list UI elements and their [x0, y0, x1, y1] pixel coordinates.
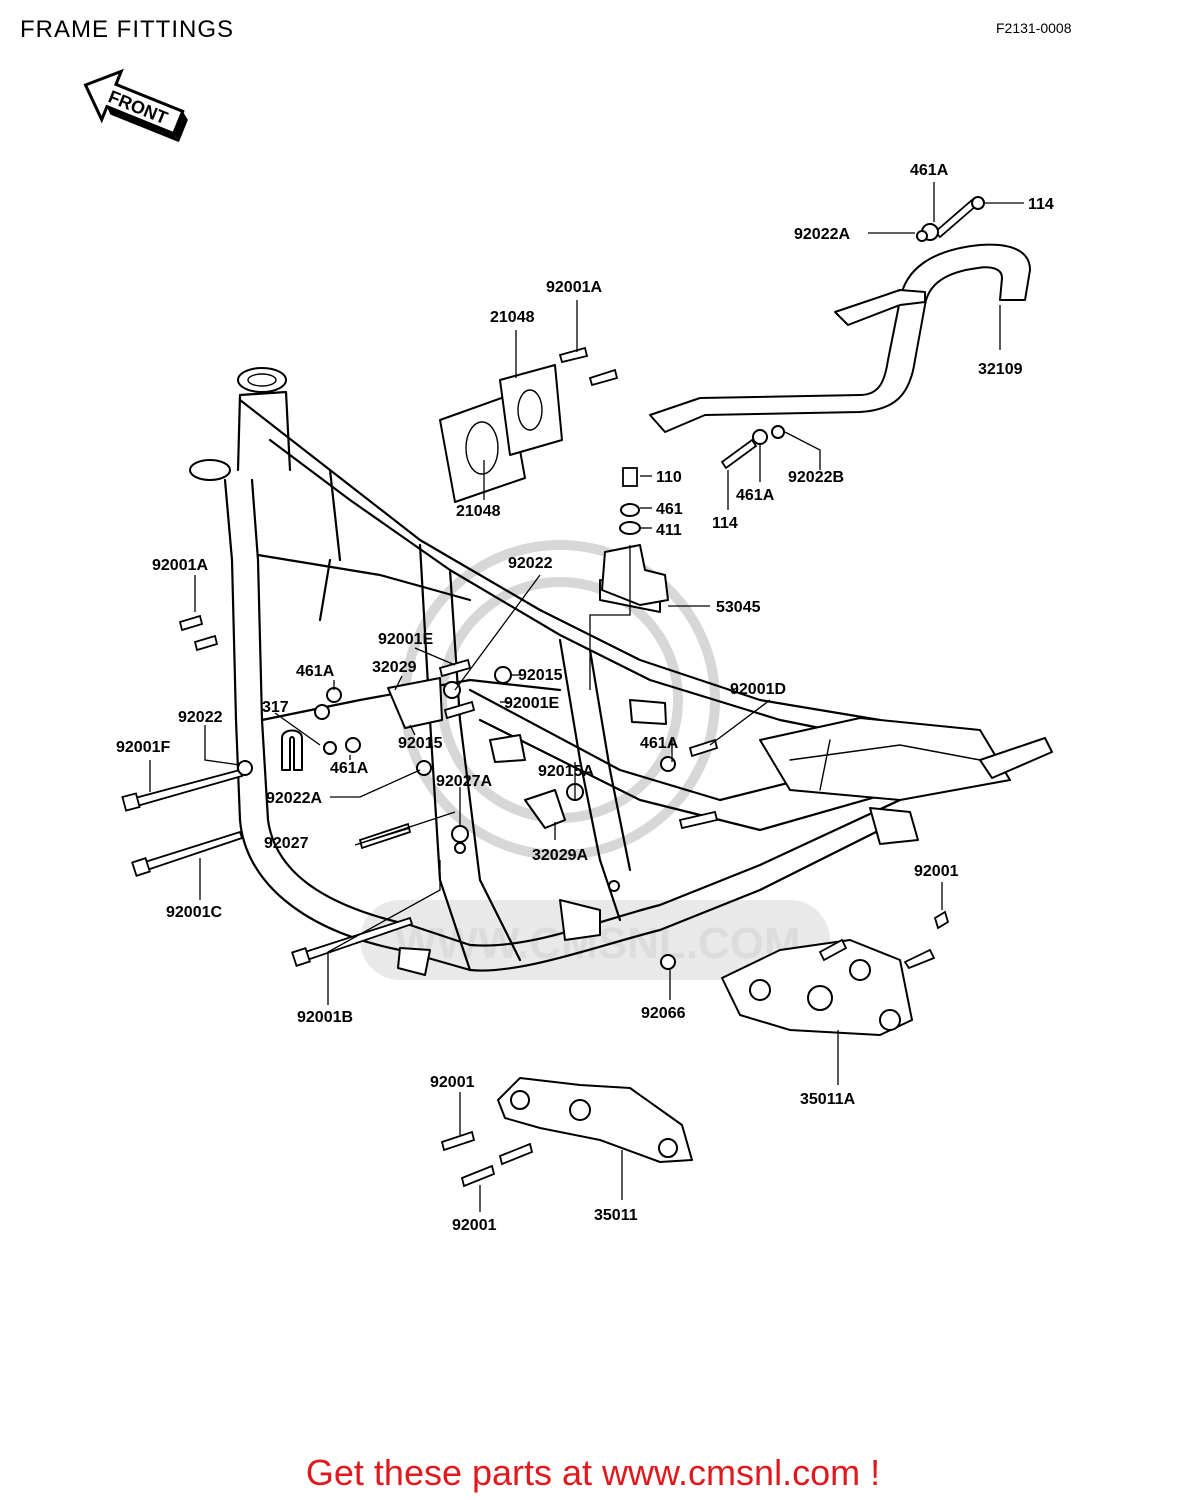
brackets-21048	[439, 364, 563, 503]
part-label: 92001	[452, 1217, 497, 1234]
part-label: 92001C	[166, 904, 222, 921]
part-label: 461A	[296, 663, 335, 680]
part-label: 92001E	[504, 695, 559, 712]
part-label: 92015	[398, 735, 443, 752]
part-label: 110	[656, 469, 682, 486]
part-label: 92001D	[730, 681, 786, 698]
front-arrow-icon: FRONT	[83, 68, 188, 143]
fasteners	[178, 196, 985, 1188]
footer-link[interactable]: Get these parts at www.cmsnl.com !	[305, 1452, 881, 1493]
grab-bar-32109	[649, 243, 1031, 433]
part-label: 461A	[640, 735, 679, 752]
part-label: 461	[656, 501, 683, 518]
part-label: 92022A	[794, 226, 850, 243]
part-label: 92015A	[538, 763, 594, 780]
part-label: 92022	[178, 709, 223, 726]
part-label: 92022	[508, 555, 553, 572]
part-label: 92001A	[152, 557, 208, 574]
figure-code: F2131-0008	[996, 20, 1072, 36]
part-label: 92027	[264, 835, 309, 852]
part-label: 92066	[641, 1005, 686, 1022]
part-label: 92001A	[546, 279, 602, 296]
part-label: 92027A	[436, 773, 492, 790]
part-label: 53045	[716, 599, 761, 616]
part-label: 461A	[736, 487, 775, 504]
part-label: 461A	[330, 760, 369, 777]
part-label: 92001E	[378, 631, 433, 648]
part-label: 32029A	[532, 847, 588, 864]
part-label: 411	[656, 522, 682, 539]
part-label: 92001B	[297, 1009, 353, 1026]
part-label: 92001	[914, 863, 959, 880]
bracket-53045	[601, 544, 669, 606]
part-label: 35011	[594, 1207, 638, 1224]
part-label: 114	[712, 515, 738, 532]
part-label: 92001F	[116, 739, 170, 756]
part-number-labels: 461A 114 92022A 32109 92001A 21048 21048…	[116, 162, 1054, 1234]
part-label: 92022B	[788, 469, 844, 486]
part-label: 21048	[456, 503, 501, 520]
part-label: 92001	[430, 1074, 475, 1091]
part-label: 114	[1028, 196, 1054, 213]
plate-35011A	[721, 939, 913, 1036]
leader-lines	[149, 182, 1024, 1212]
page-title: FRAME FITTINGS	[20, 16, 234, 43]
part-label: 461A	[910, 162, 949, 179]
part-label: 32109	[978, 361, 1023, 378]
part-label: 92022A	[266, 790, 322, 807]
part-label: 32029	[372, 659, 417, 676]
part-label: 35011A	[800, 1091, 856, 1108]
part-label: 21048	[490, 309, 535, 326]
part-label: 317	[262, 699, 289, 716]
plate-35011	[497, 1077, 693, 1163]
part-label: 92015	[518, 667, 563, 684]
